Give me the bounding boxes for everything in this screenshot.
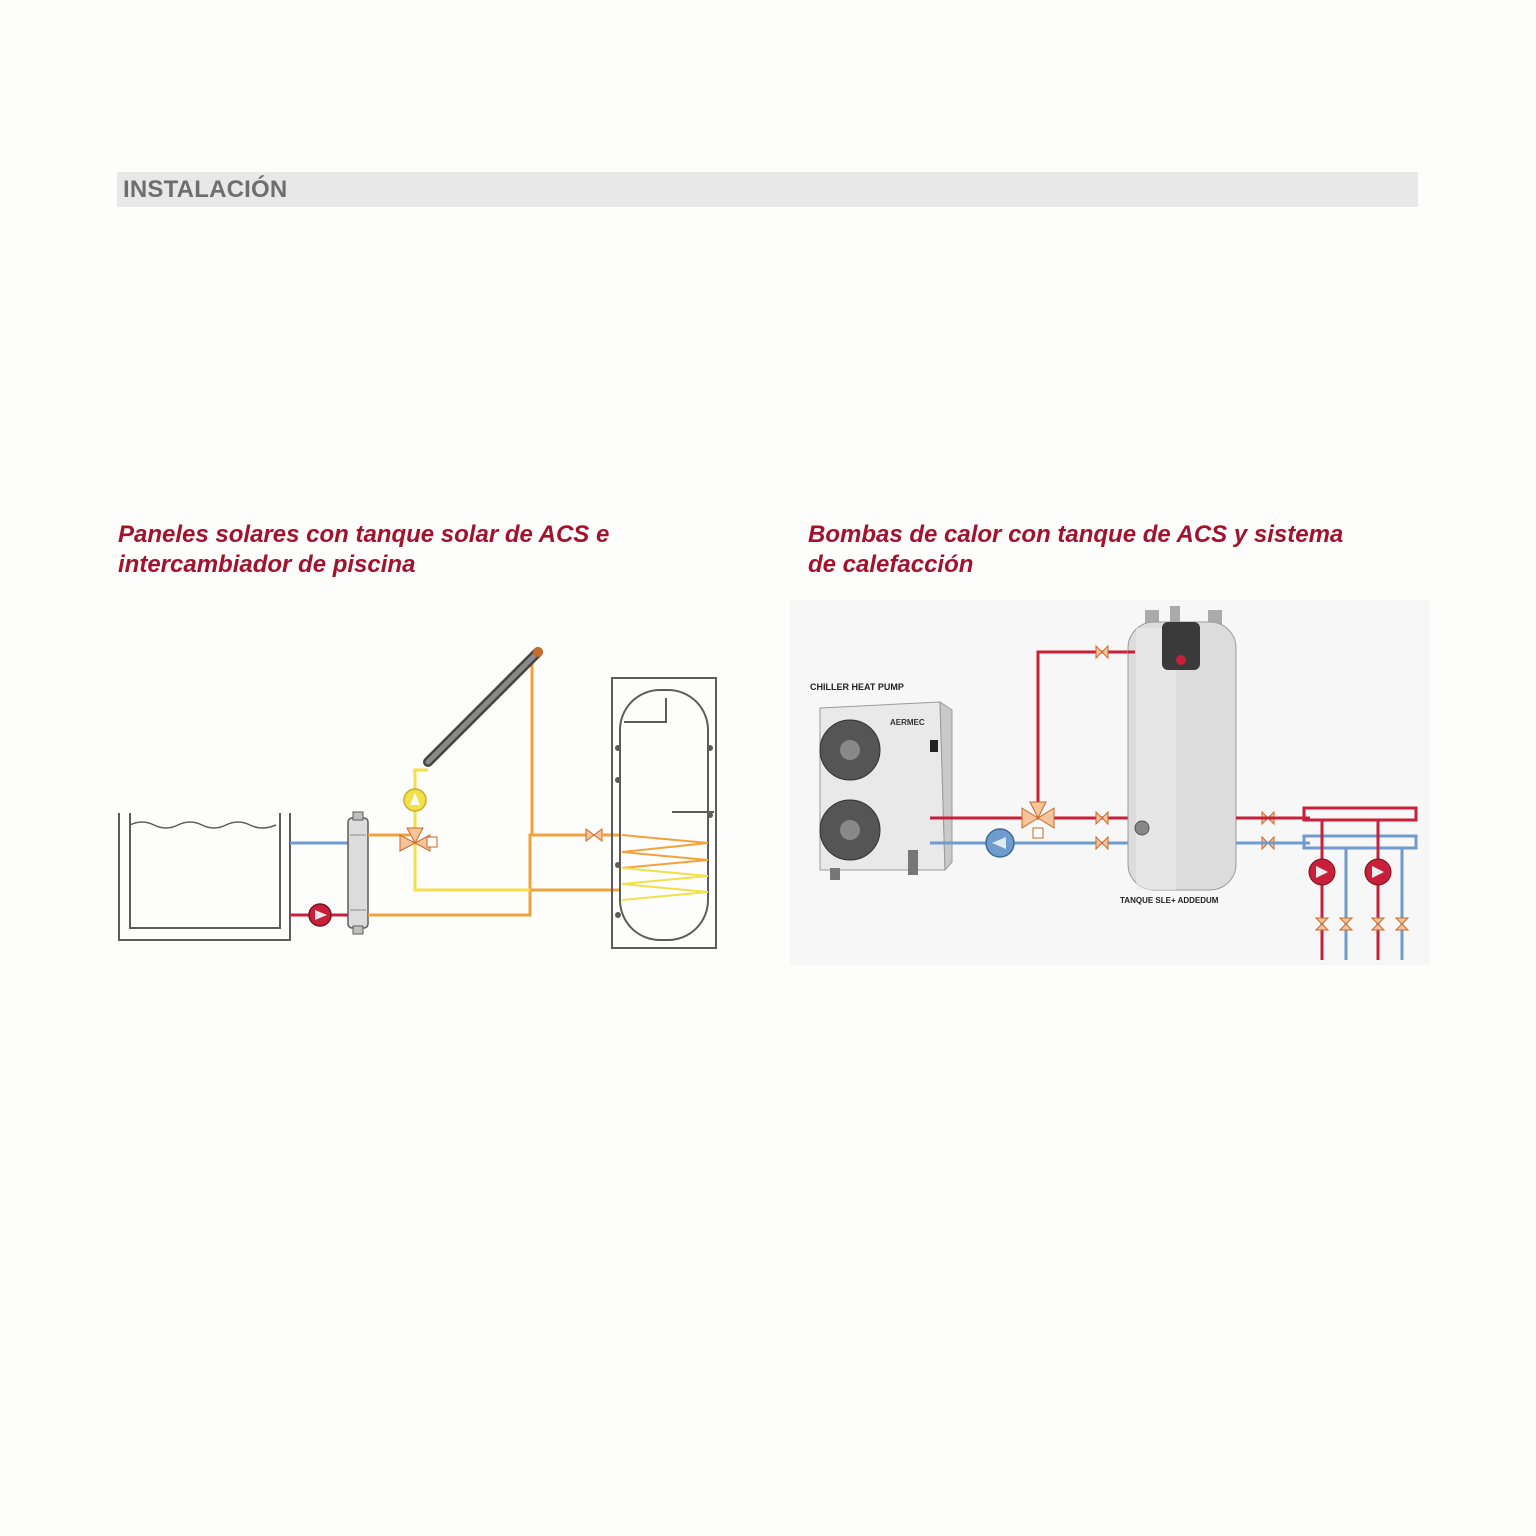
left-caption-line-2: intercambiador de piscina xyxy=(118,551,416,578)
solar-pump-icon xyxy=(403,788,427,812)
right-caption-line-2: de calefacción xyxy=(808,551,974,578)
three-way-valve-icon xyxy=(399,827,438,852)
tank-valve-icon xyxy=(585,828,603,842)
solar-pool-diagram xyxy=(118,647,717,949)
pool-icon xyxy=(118,813,291,941)
pool-pump-icon xyxy=(308,903,332,927)
solar-panel-icon xyxy=(423,647,543,767)
hp-three-way-valve-icon xyxy=(1021,801,1055,839)
dhw-tank-icon xyxy=(1127,606,1237,891)
chiller-label: CHILLER HEAT PUMP xyxy=(810,682,904,692)
heat-pump-diagram: CHILLER HEAT PUMP AERMEC xyxy=(790,600,1430,965)
section-title: INSTALACIÓN xyxy=(123,176,288,203)
pool-heat-exchanger-icon xyxy=(347,811,369,935)
solar-dhw-tank-icon xyxy=(611,677,717,949)
tank-label: TANQUE SLE+ ADDEDUM xyxy=(1120,896,1219,905)
right-figure-caption: Bombas de calor con tanque de ACS y sist… xyxy=(808,520,1448,580)
heating-manifold-icon xyxy=(1302,806,1418,960)
heating-pump-2-icon xyxy=(1364,858,1392,886)
hp-circulation-pump-icon xyxy=(985,828,1015,858)
right-caption-line-1: Bombas de calor con tanque de ACS y sist… xyxy=(808,521,1344,548)
chiller-heat-pump-icon: AERMEC xyxy=(819,701,953,880)
left-figure-caption: Paneles solares con tanque solar de ACS … xyxy=(118,520,758,580)
section-header-bar: INSTALACIÓN xyxy=(117,172,1418,207)
brand-label: AERMEC xyxy=(890,718,925,727)
heating-valves xyxy=(1314,917,1410,931)
left-caption-line-1: Paneles solares con tanque solar de ACS … xyxy=(118,521,610,548)
heating-pump-1-icon xyxy=(1308,858,1336,886)
